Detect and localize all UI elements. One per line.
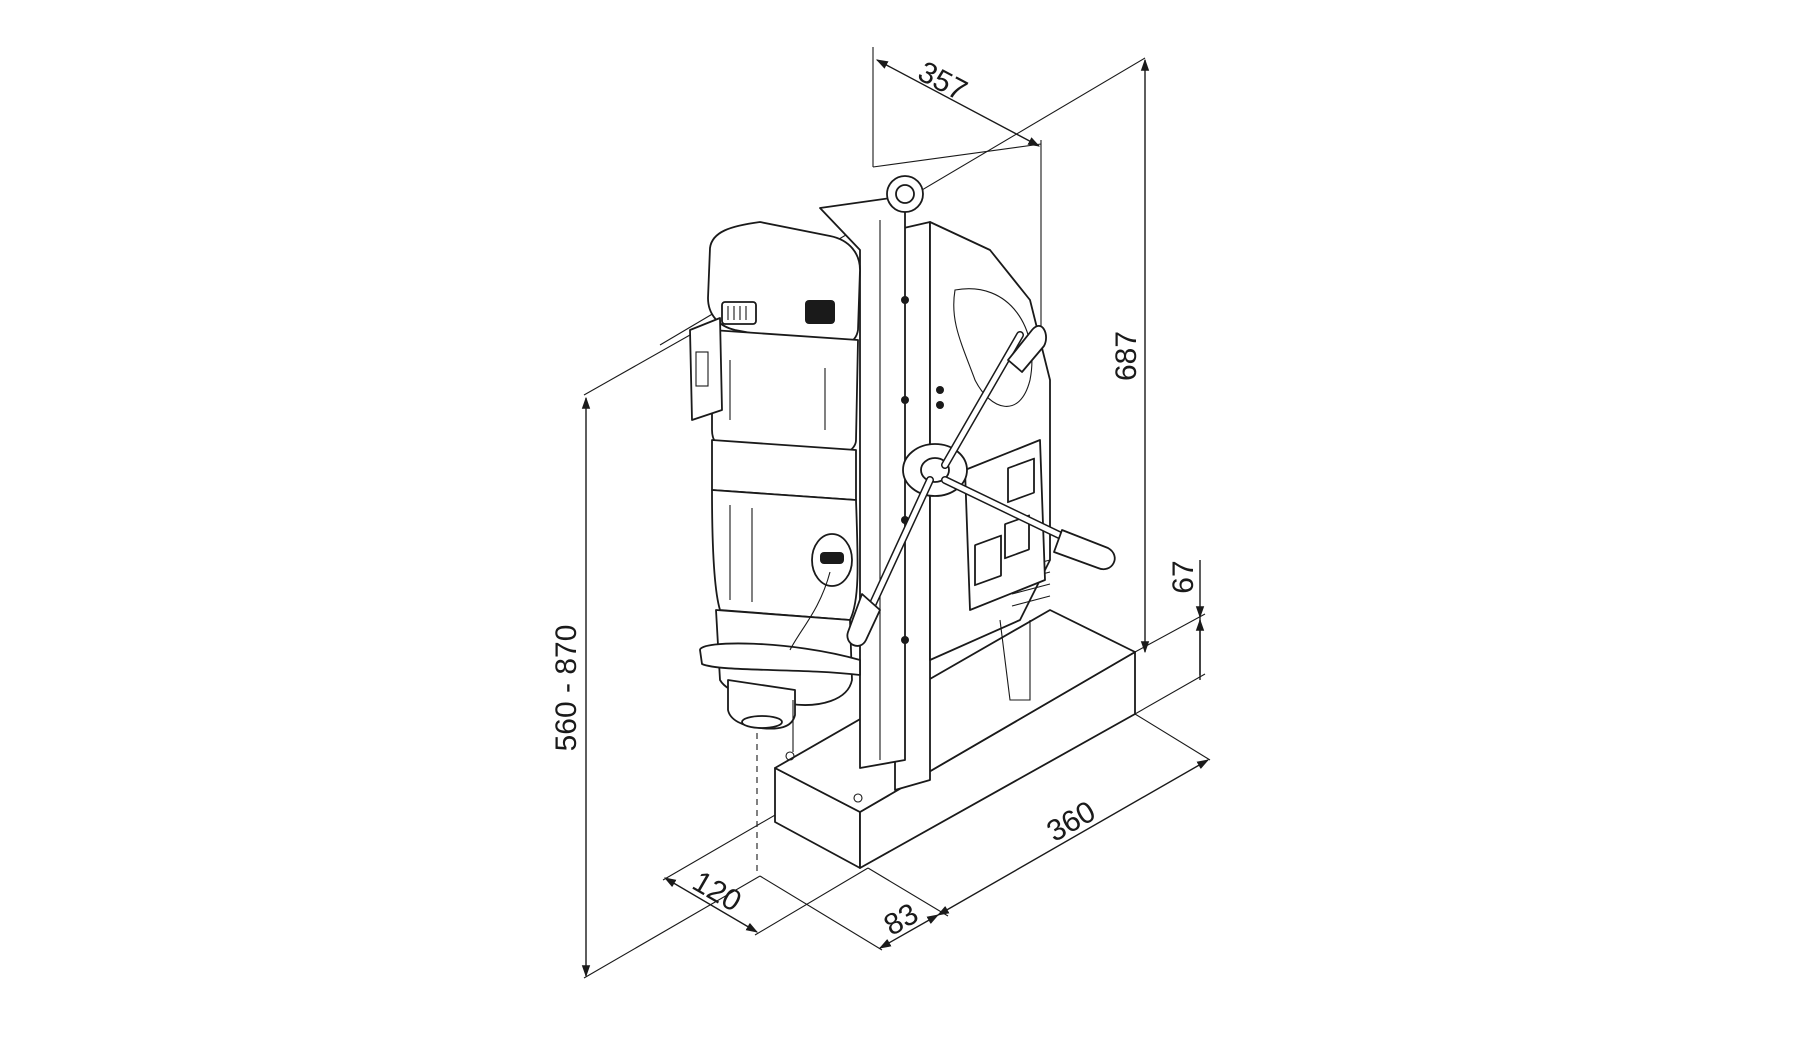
gear-knob-handle [820,552,844,564]
ext-83-left [759,875,883,951]
spindle-end [741,715,783,729]
motor-grooves [729,505,753,602]
dim-360 [936,759,1210,916]
label-83: 83 [879,897,924,942]
ext-357-right [872,143,1042,168]
screw [901,636,909,644]
control-panel [964,439,1046,611]
motor-sidebox [689,317,723,421]
motor-vent [805,300,835,324]
ext-67-bot [1134,673,1206,715]
screw [901,296,909,304]
label-357: 357 [913,55,973,108]
screw [936,386,944,394]
label-360: 360 [1041,795,1101,849]
ext-120-b [754,867,869,936]
screw [936,401,944,409]
switch-right [1004,514,1030,560]
ext-560-bot [583,875,761,979]
ext-67-top [1134,613,1206,653]
chuck-collar [699,642,861,676]
handle-knob-down [846,593,881,647]
dim-83 [878,914,940,949]
ext-360-left [867,867,949,917]
label-120: 120 [687,865,747,919]
sidebox-label [695,351,709,387]
base-screw [853,793,863,803]
handle-arm-up-fill [942,332,1023,468]
cable [789,571,831,651]
base-pin [785,751,795,761]
screw [901,396,909,404]
feed-handles [789,325,1116,651]
motor-badge [721,301,757,325]
switch-top [1007,457,1035,504]
magnetic-drill [689,175,1136,869]
label-67: 67 [1167,560,1200,593]
dim-357 [875,59,1041,147]
motor-slots [729,360,826,430]
handle-arm-right-fill [942,477,1083,548]
lifting-eye-hole [895,184,915,204]
drill-motor [689,221,861,752]
label-687: 687 [1110,331,1143,381]
badge-lines [727,306,747,320]
column-foot [999,619,1031,701]
motor-upper [711,329,859,461]
column-cutout [953,288,1033,407]
motor-top-cap [707,221,861,349]
switch-left [974,534,1002,587]
handle-knob-up [1007,325,1047,373]
handle-arm-down-fill [867,477,933,613]
ext-360-right [1134,713,1211,761]
handle-knob-right [1053,529,1116,571]
label-560-870: 560 - 870 [550,625,583,752]
